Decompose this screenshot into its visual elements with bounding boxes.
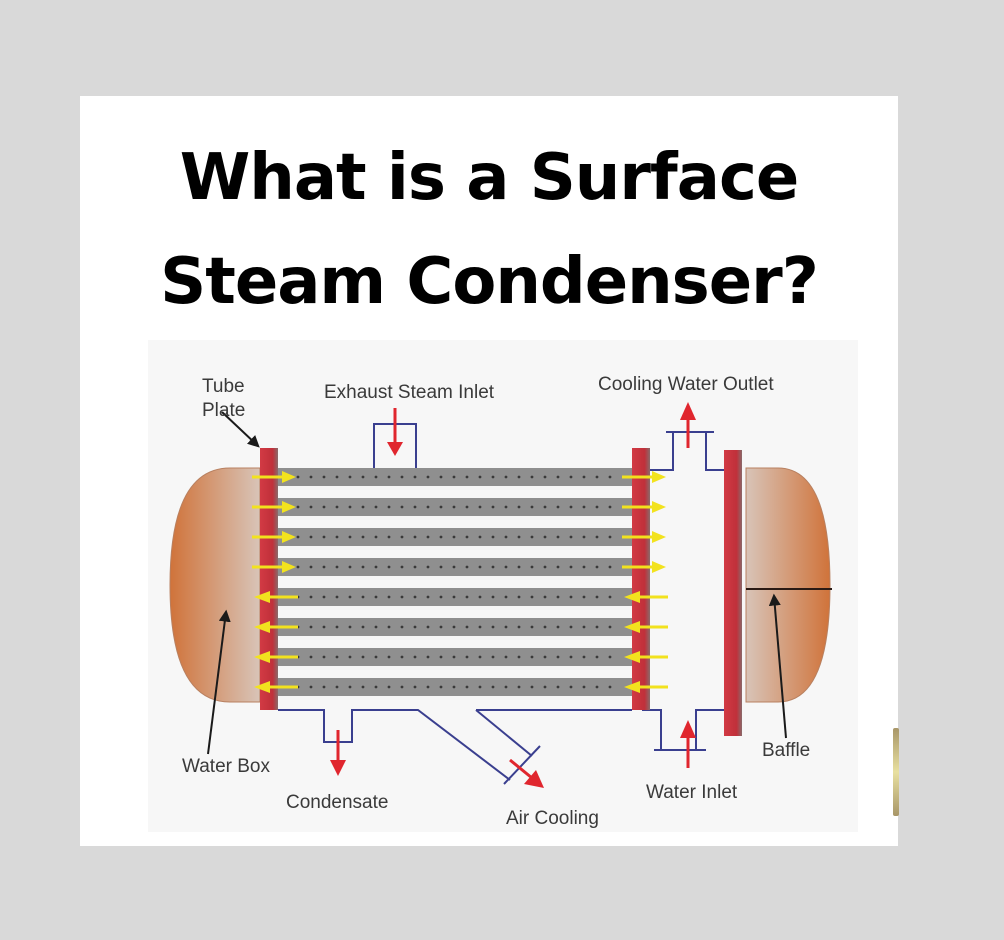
cooling-water-outlet-pipe	[642, 402, 740, 471]
condenser-diagram: Tube Plate Exhaust Steam Inlet Cooling W…	[148, 340, 858, 832]
title-line-2: Steam Condenser?	[160, 245, 819, 319]
water-box-pointer	[207, 609, 231, 755]
tube-plate-pointer	[221, 411, 260, 448]
exhaust-steam-inlet-pipe	[373, 408, 417, 468]
air-cooling-arrow	[509, 758, 533, 780]
title-line-1: What is a Surface	[179, 141, 800, 215]
tube-plate-mid	[632, 448, 650, 710]
label-tube-plate-2: Plate	[202, 400, 245, 421]
water-box-left	[169, 467, 261, 703]
label-tube-plate-1: Tube	[202, 376, 245, 397]
label-water-inlet: Water Inlet	[646, 782, 738, 803]
shell-bottom	[278, 709, 632, 788]
tube-plate-right	[724, 450, 742, 736]
tube-plate-left	[260, 448, 278, 710]
water-box-right	[745, 467, 832, 703]
label-air-cooling: Air Cooling	[506, 808, 599, 829]
baffle-pointer	[768, 593, 787, 739]
partial-image-edge	[893, 728, 899, 816]
label-baffle: Baffle	[762, 740, 810, 761]
water-flow-arrows	[250, 469, 670, 695]
label-exhaust-steam-inlet: Exhaust Steam Inlet	[324, 382, 495, 403]
tube-bundle	[278, 468, 634, 696]
air-cooling-flange	[503, 745, 541, 785]
water-inlet-pipe	[642, 709, 740, 768]
label-condensate: Condensate	[286, 792, 388, 813]
label-water-box: Water Box	[182, 756, 270, 777]
label-cooling-water-outlet: Cooling Water Outlet	[598, 374, 774, 395]
page-title: What is a Surface Steam Condenser?	[80, 126, 898, 334]
